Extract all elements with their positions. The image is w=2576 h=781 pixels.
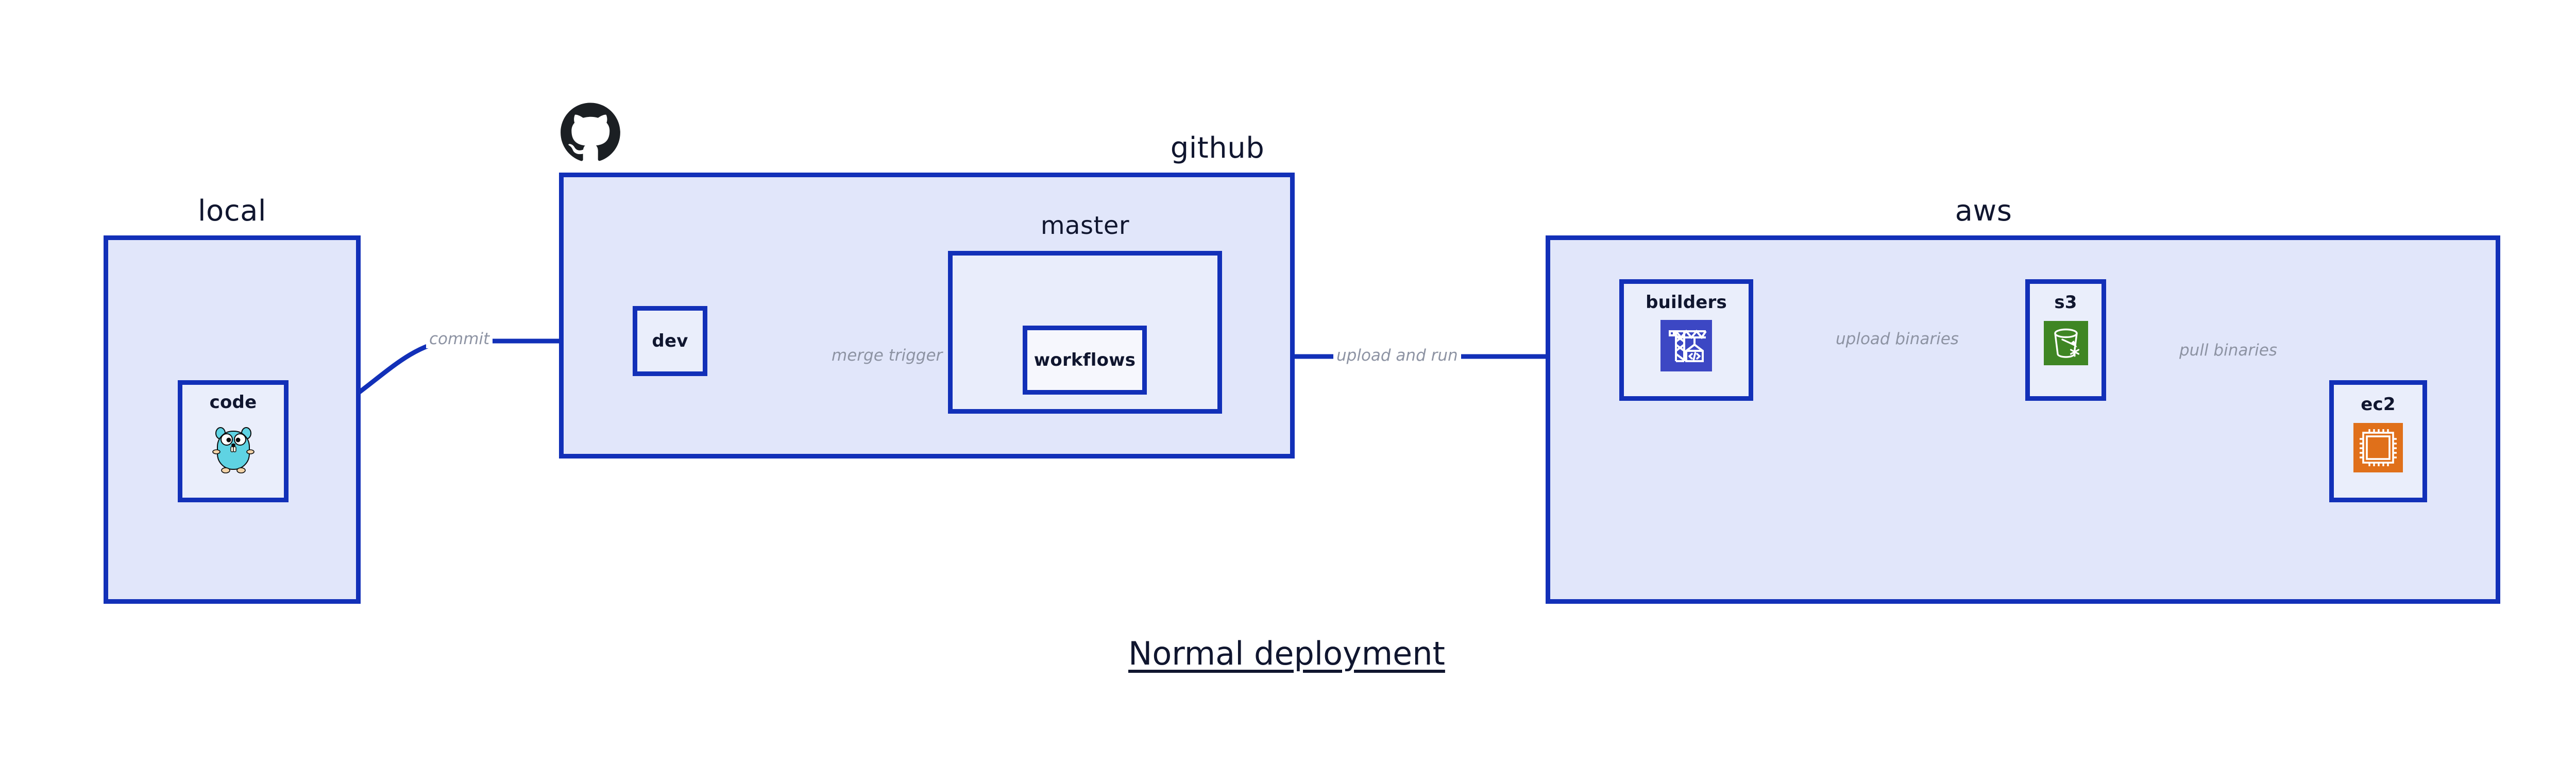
node-builders[interactable]: builders: [1619, 279, 1753, 401]
edge-upload-and-run-label: upload and run: [1333, 346, 1461, 365]
group-local-label: local: [198, 194, 266, 228]
edge-upload-binaries-label: upload binaries: [1833, 330, 1962, 348]
node-workflows[interactable]: workflows: [1023, 326, 1147, 395]
aws-s3-bucket-icon: [2043, 321, 2088, 367]
github-octocat-icon: [559, 101, 622, 166]
node-dev[interactable]: dev: [633, 306, 707, 376]
group-aws-label: aws: [1955, 194, 2012, 228]
group-local[interactable]: [104, 235, 361, 604]
edge-merge-trigger-label: merge trigger: [828, 346, 946, 365]
edge-commit-label: commit: [426, 330, 493, 348]
diagram-caption: Normal deployment: [1128, 635, 1445, 672]
node-builders-label: builders: [1646, 292, 1727, 313]
node-s3[interactable]: s3: [2025, 279, 2106, 401]
group-github-label: github: [1170, 131, 1265, 165]
node-dev-label: dev: [652, 331, 688, 351]
node-code[interactable]: code: [178, 380, 289, 502]
aws-codebuild-icon: [1660, 320, 1712, 373]
node-s3-label: s3: [2054, 292, 2077, 313]
node-workflows-label: workflows: [1033, 350, 1136, 370]
node-ec2-label: ec2: [2361, 394, 2396, 415]
subgroup-master-label: master: [1040, 211, 1130, 240]
node-ec2[interactable]: ec2: [2329, 380, 2427, 502]
go-gopher-icon: [211, 420, 256, 479]
node-code-label: code: [209, 392, 257, 413]
aws-ec2-chip-icon: [2353, 423, 2403, 474]
edge-pull-binaries-label: pull binaries: [2176, 341, 2280, 360]
